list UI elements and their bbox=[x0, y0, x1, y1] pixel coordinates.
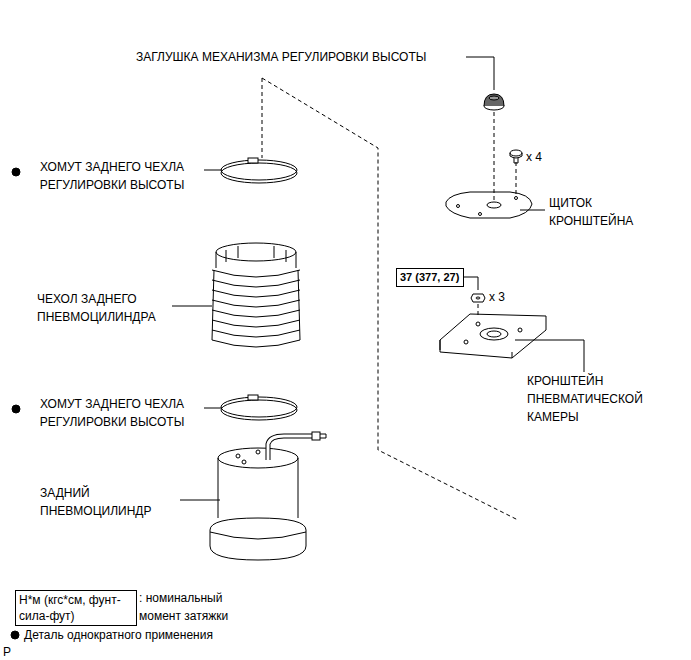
nut-drawing bbox=[471, 294, 485, 302]
leader-line bbox=[520, 210, 545, 211]
part-label: ЗАДНИЙ ПНЕВМОЦИЛИНДР bbox=[40, 484, 175, 520]
assembly-line bbox=[262, 78, 263, 158]
legend-sample bbox=[11, 631, 19, 639]
part-label: ЧЕХОЛ ЗАДНЕГО ПНЕВМОЦИЛИНДРА bbox=[37, 290, 187, 326]
bellows-drawing bbox=[212, 243, 300, 347]
assembly-line bbox=[494, 112, 495, 200]
leader-line bbox=[466, 57, 494, 90]
assembly-line bbox=[516, 162, 517, 196]
clamp-drawing bbox=[221, 158, 297, 183]
leader-line bbox=[180, 500, 220, 501]
leader-line bbox=[515, 340, 584, 372]
single-use-mark bbox=[12, 405, 20, 413]
quantity-label: x 4 bbox=[526, 148, 566, 166]
assembly-line bbox=[262, 78, 518, 520]
shield-drawing bbox=[446, 192, 532, 218]
quantity-label: x 3 bbox=[489, 288, 529, 306]
part-label: : номинальный момент затяжки bbox=[139, 589, 249, 625]
bracket-drawing bbox=[440, 314, 546, 358]
part-label: ХОМУТ ЗАДНЕГО ЧЕХЛА РЕГУЛИРОВКИ ВЫСОТЫ bbox=[22, 158, 202, 194]
leader-line bbox=[172, 306, 212, 307]
node-text: Н*м (кгс*см, фунт-сила-фут) bbox=[19, 592, 133, 624]
assembly-line bbox=[478, 304, 479, 318]
screw-drawing bbox=[510, 150, 522, 163]
legend-unit-box: Н*м (кгс*см, фунт-сила-фут) bbox=[15, 590, 137, 626]
clamp-drawing bbox=[221, 395, 297, 420]
part-label: ХОМУТ ЗАДНЕГО ЧЕХЛА РЕГУЛИРОВКИ ВЫСОТЫ bbox=[22, 395, 202, 431]
torque-box: 37 (377, 27) bbox=[396, 268, 464, 287]
plug-drawing bbox=[484, 94, 504, 110]
part-label: ЗАГЛУШКА МЕХАНИЗМА РЕГУЛИРОВКИ ВЫСОТЫ bbox=[136, 48, 466, 66]
cylinder-drawing bbox=[210, 432, 326, 560]
leader-line bbox=[204, 408, 222, 409]
single-use-mark bbox=[12, 168, 20, 176]
part-label: КРОНШТЕЙН ПНЕВМАТИЧЕСКОЙ КАМЕРЫ bbox=[527, 372, 662, 426]
figure-code: P bbox=[3, 643, 23, 660]
legend-text: Деталь однократного применения bbox=[24, 626, 324, 644]
leader-line bbox=[204, 170, 222, 171]
node-text: 37 (377, 27) bbox=[400, 270, 460, 285]
part-label: ЩИТОК КРОНШТЕЙНА bbox=[549, 194, 649, 230]
